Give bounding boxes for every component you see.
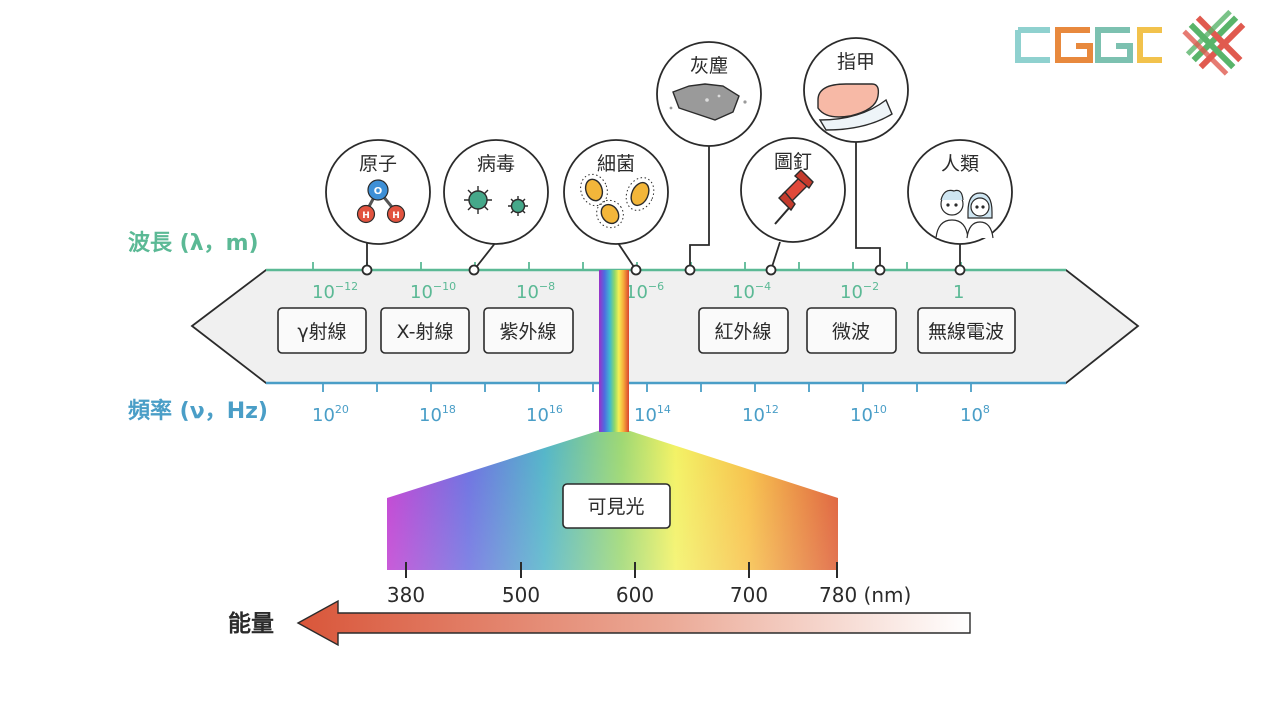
callout-dot: [954, 264, 966, 276]
band-label: X-射線: [397, 321, 454, 343]
wavelength-tick-labels: 10−12 10−10 10−8 10−6 10−4 10−2 1: [312, 280, 964, 303]
object-people: 人類: [907, 139, 1013, 245]
band-radio: 無線電波: [917, 307, 1016, 354]
wl-tick-label: 10−2: [840, 280, 879, 303]
visible-tick-label: 700: [730, 583, 768, 607]
callout-line: [473, 241, 497, 271]
water-molecule-icon: O H H: [356, 179, 406, 224]
virus-icon: [464, 186, 528, 216]
callout-line: [615, 239, 637, 271]
band-infrared: 紅外線: [698, 307, 789, 354]
callout-dot: [684, 264, 696, 276]
wl-tick-label: 10−6: [625, 280, 664, 303]
callout-dot: [361, 264, 373, 276]
visible-beam: [599, 270, 629, 432]
frequency-ticks: [322, 383, 972, 392]
object-label: 圖釘: [774, 151, 812, 173]
object-label: 灰塵: [690, 55, 728, 77]
visible-tick-labels: 380 500 600 700 780 (nm): [387, 583, 911, 607]
fr-tick-label: 108: [960, 403, 990, 426]
object-dust: 灰塵: [656, 41, 762, 147]
callout-dot: [630, 264, 642, 276]
hydrogen-letter: H: [392, 211, 400, 221]
cgcc-letters-logo: [1015, 27, 1162, 63]
callout-line: [855, 142, 881, 270]
fr-tick-label: 1012: [742, 403, 779, 426]
fr-tick-label: 1010: [850, 403, 887, 426]
wl-tick-label: 10−12: [312, 280, 358, 303]
frequency-tick-labels: 1020 1018 1016 1014 1012 1010 108: [312, 403, 990, 426]
wavelength-axis-label: 波長 (λ，m): [128, 231, 259, 256]
energy-label: 能量: [228, 610, 274, 637]
band-gamma: γ射線: [277, 307, 367, 354]
callout-dot: [765, 264, 777, 276]
object-pushpin: 圖釘: [740, 137, 846, 243]
band-ultraviolet: 紫外線: [483, 307, 574, 354]
wl-tick-label: 10−4: [732, 280, 771, 303]
visible-tick-label: 380: [387, 583, 425, 607]
object-label: 原子: [359, 153, 397, 175]
fr-tick-label: 1018: [419, 403, 456, 426]
callout-dot: [874, 264, 886, 276]
fr-tick-label: 1020: [312, 403, 349, 426]
visible-light-label: 可見光: [587, 496, 644, 518]
cross-weave-logo: [1182, 9, 1246, 76]
band-labels: γ射線 X-射線 紫外線 紅外線 微波 無線電波: [277, 307, 1016, 354]
band-microwave: 微波: [806, 307, 897, 354]
visible-light-label-box: 可見光: [562, 483, 671, 529]
frequency-axis-label: 頻率 (ν，Hz): [128, 398, 268, 424]
object-label: 人類: [941, 153, 979, 175]
object-virus: 病毒: [443, 139, 549, 245]
energy-arrow: [296, 599, 971, 647]
object-fingernail: 指甲: [803, 37, 909, 143]
visible-ticks: [405, 562, 838, 578]
object-atom: 原子 O H H: [325, 139, 431, 245]
fr-tick-label: 1016: [526, 403, 563, 426]
band-label: γ射線: [297, 321, 346, 343]
band-label: 微波: [832, 321, 870, 343]
oxygen-letter: O: [374, 186, 383, 197]
wl-tick-label: 1: [953, 282, 964, 303]
object-callouts: 原子 O H H 病毒: [325, 37, 1013, 276]
object-label: 病毒: [477, 153, 515, 175]
callout-line: [689, 140, 710, 270]
band-xray: X-射線: [380, 307, 470, 354]
visible-tick-label: 600: [616, 583, 654, 607]
bacteria-icon: [580, 173, 655, 229]
wl-tick-label: 10−8: [516, 280, 555, 303]
dust-icon: [669, 83, 747, 121]
visible-tick-label: 500: [502, 583, 540, 607]
band-label: 無線電波: [928, 321, 1004, 343]
object-label: 細菌: [597, 153, 635, 175]
people-icon: [935, 189, 994, 239]
object-label: 指甲: [837, 51, 875, 73]
fr-tick-label: 1014: [634, 403, 671, 426]
pushpin-icon: [774, 169, 814, 225]
object-bacteria: 細菌: [563, 139, 669, 245]
band-label: 紫外線: [499, 321, 556, 343]
hydrogen-letter: H: [362, 211, 370, 221]
wl-tick-label: 10−10: [410, 280, 456, 303]
fingernail-icon: [817, 83, 893, 131]
band-label: 紅外線: [714, 321, 771, 343]
callout-dot: [468, 264, 480, 276]
visible-tick-label: 780 (nm): [819, 583, 911, 607]
